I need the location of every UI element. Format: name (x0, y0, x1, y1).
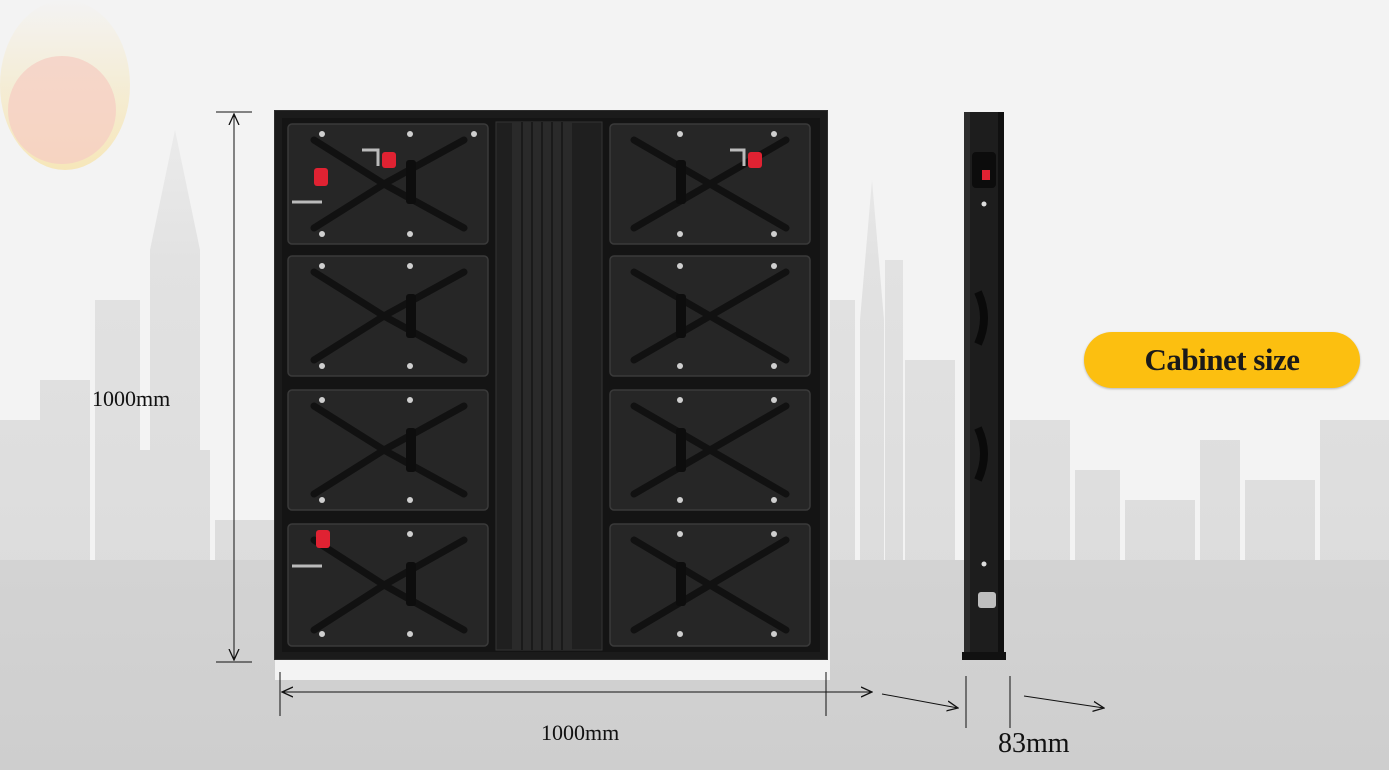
page-title: Cabinet size (1144, 342, 1300, 377)
cabinet-side-illustration (962, 112, 1006, 660)
height-dimension-label: 1000mm (92, 386, 171, 411)
decorative-pink-circle (8, 56, 116, 164)
cabinet-front-illustration (274, 110, 828, 660)
depth-dimension-label: 83mm (998, 728, 1070, 759)
width-dimension-label: 1000mm (541, 720, 620, 745)
cabinet-size-badge: Cabinet size (1084, 332, 1360, 388)
